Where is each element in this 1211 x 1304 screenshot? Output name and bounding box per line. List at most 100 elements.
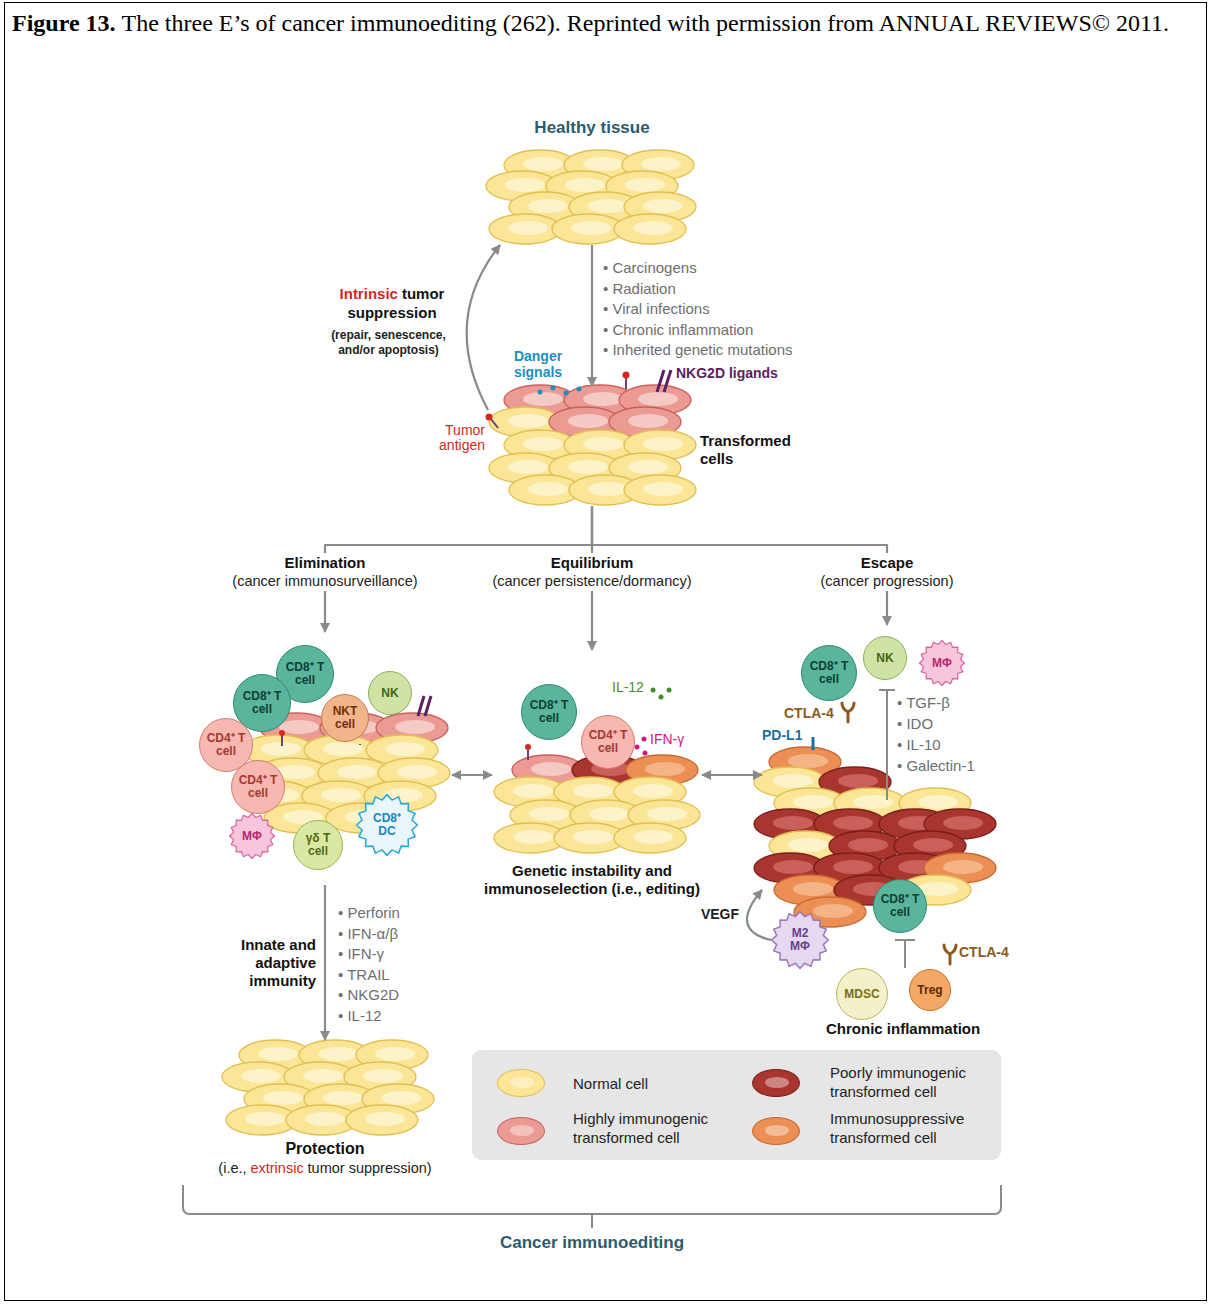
cell-nucleus xyxy=(523,392,563,406)
cell-nucleus xyxy=(508,414,548,428)
cell-nucleus xyxy=(583,392,623,406)
connector xyxy=(467,245,500,410)
figure-title: Figure 13. xyxy=(12,10,116,36)
immune-cell: γδ T cell xyxy=(293,820,343,870)
cell-nucleus xyxy=(279,720,319,734)
text-line: PD-L1 xyxy=(762,727,812,744)
cell-nucleus xyxy=(833,816,873,830)
cell-nucleus xyxy=(793,882,833,896)
node-text: Genetic instability and immunoselection … xyxy=(484,862,700,897)
text-line: • NKG2D xyxy=(338,985,468,1004)
tissue-cells xyxy=(222,150,996,1135)
node-text: Transformed cells xyxy=(700,432,791,467)
cell-label: CD8⁺ DC xyxy=(370,812,404,837)
legend-text: Poorly immunogenic transformed cell xyxy=(830,1063,995,1101)
text-line: • Perforin xyxy=(338,903,468,922)
legend-swatch xyxy=(497,1117,545,1145)
cell-nucleus xyxy=(628,460,668,474)
swatch-highlight xyxy=(765,1125,789,1136)
label-text: • TRAIL xyxy=(338,966,390,983)
cell-label: NKT cell xyxy=(329,705,361,730)
text-line: • IFN-γ xyxy=(338,944,468,963)
macrophage-cell: MΦ xyxy=(919,640,965,686)
cell-nucleus xyxy=(573,784,613,798)
text-line: CTLA-4 xyxy=(959,944,1021,961)
cell-nucleus xyxy=(813,904,853,918)
immune-cell: Treg xyxy=(909,969,951,1011)
receptor-symbol xyxy=(842,703,854,722)
macrophage-cell: MΦ xyxy=(229,813,275,859)
edge-label: Innate and adaptive immunity xyxy=(196,936,316,990)
cell-nucleus xyxy=(263,1091,303,1105)
text-line: Chronic inflammation xyxy=(826,1020,1016,1038)
connector xyxy=(702,774,762,776)
figure-caption: Figure 13.The three E’s of cancer immuno… xyxy=(12,10,1197,37)
cell-nucleus xyxy=(381,1091,421,1105)
cell-nucleus xyxy=(788,754,828,768)
cell-nucleus xyxy=(397,765,437,779)
cell-nucleus xyxy=(571,221,611,235)
node-text: Escape xyxy=(861,554,914,571)
cell-nucleus xyxy=(375,1047,415,1061)
cell-nucleus xyxy=(508,460,548,474)
label-text: Intrinsic xyxy=(340,285,398,302)
cell-label: CD8⁺ T cell xyxy=(529,699,569,724)
cell-nucleus xyxy=(583,437,623,451)
cell-outline-shape xyxy=(772,912,829,969)
node-text: Protection xyxy=(285,1140,364,1157)
text-line: Protection xyxy=(200,1139,450,1158)
immune-cell: NK xyxy=(863,636,907,680)
immune-cell: CD8⁺ T cell xyxy=(801,645,857,701)
text-line: (cancer persistence/dormancy) xyxy=(462,572,722,591)
label-text: • Radiation xyxy=(603,280,676,297)
text-line: NKG2D ligands xyxy=(676,365,806,382)
cell-nucleus xyxy=(788,838,828,852)
text-line: Danger signals xyxy=(498,348,578,380)
legend-swatch xyxy=(752,1117,800,1145)
immune-cell: MDSC xyxy=(836,968,888,1020)
cell-nucleus xyxy=(565,178,605,192)
text-line: • IDO xyxy=(897,714,1007,733)
tissue-cell xyxy=(614,823,686,853)
cell-nucleus xyxy=(773,774,813,788)
label-text: IFN-γ xyxy=(650,731,684,747)
label-text: • Chronic inflammation xyxy=(603,321,753,338)
text-line: • Chronic inflammation xyxy=(603,320,843,339)
cell-label: M2 MΦ xyxy=(786,927,814,952)
immune-cell: CD8⁺ T cell xyxy=(521,684,577,740)
cytokine-dots xyxy=(635,737,648,756)
cell-nucleus xyxy=(395,720,435,734)
text-line: • IL-10 xyxy=(897,735,1007,754)
text-line: • TGF-β xyxy=(897,693,1007,712)
node-text: (cancer progression) xyxy=(821,573,954,589)
label-text: CTLA-4 xyxy=(784,705,834,721)
label-text: • Viral infections xyxy=(603,300,710,317)
label-text: NKG2D ligands xyxy=(676,365,778,381)
text-line: (cancer immunosurveillance) xyxy=(210,572,440,591)
text-line: • Inherited genetic mutations xyxy=(603,340,843,359)
cell-nucleus xyxy=(523,157,563,171)
text-line: Cancer immunoediting xyxy=(392,1233,792,1253)
cell-label: CD8⁺ T cell xyxy=(809,660,849,685)
cell-nucleus xyxy=(838,774,878,788)
immune-cell: CD4⁺ T cell xyxy=(231,760,285,814)
label-text: IL-12 xyxy=(612,679,644,695)
cell-nucleus xyxy=(643,437,683,451)
text-line: • Galectin-1 xyxy=(897,756,1007,775)
receptor-symbol xyxy=(944,945,956,964)
cell-nucleus xyxy=(913,838,953,852)
text-line: Equilibrium xyxy=(462,553,722,572)
connector xyxy=(747,890,771,940)
text-line: Transformed cells xyxy=(700,432,810,468)
label-text: • Inherited genetic mutations xyxy=(603,341,793,358)
swatch-highlight xyxy=(510,1125,534,1136)
label-text: Chronic inflammation xyxy=(826,1020,980,1037)
cell-label: CD4⁺ T cell xyxy=(238,774,278,799)
text-line: Tumor antigen xyxy=(415,423,485,453)
cell-nucleus xyxy=(773,860,813,874)
node-text: Healthy tissue xyxy=(534,118,649,137)
cell-nucleus xyxy=(638,392,678,406)
immune-cell: NK xyxy=(368,671,412,715)
label-text: Cancer immunoediting xyxy=(500,1233,684,1252)
node-text: (cancer immunosurveillance) xyxy=(232,573,417,589)
